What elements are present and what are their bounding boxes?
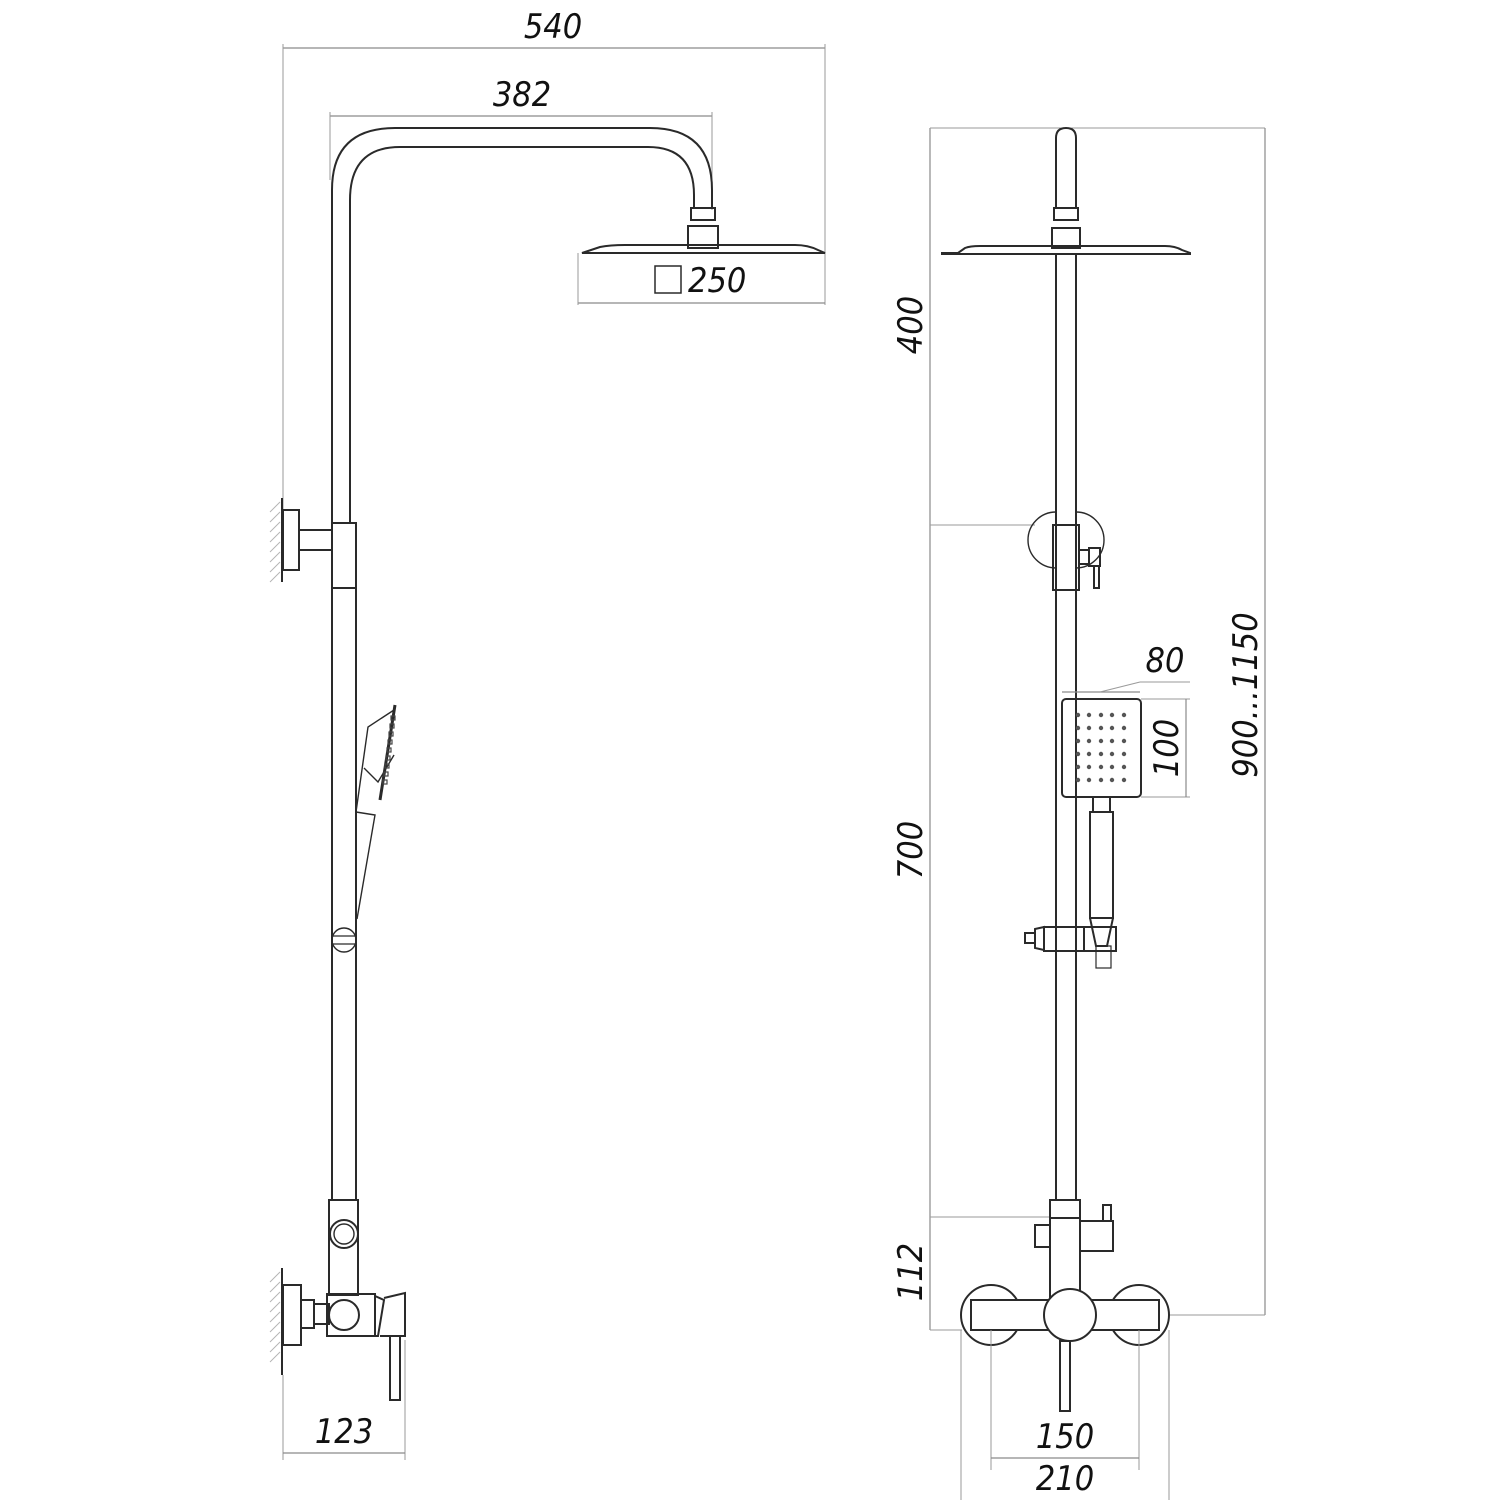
label-123: 123 — [315, 1412, 373, 1452]
front-height-dimensions: 400 700 112 900...1150 — [891, 127, 1266, 1331]
label-700: 700 — [891, 821, 931, 879]
label-100: 100 — [1147, 719, 1187, 777]
mixer-side: 123 — [269, 1199, 406, 1460]
label-150: 150 — [1036, 1417, 1094, 1457]
slider-holder — [1024, 925, 1117, 952]
hand-shower-side — [331, 704, 397, 953]
label-112: 112 — [891, 1243, 931, 1301]
label-80: 80 — [1146, 641, 1185, 681]
label-382: 382 — [493, 75, 551, 115]
mixer-front: 150 210 — [960, 1199, 1170, 1500]
label-900-1150: 900...1150 — [1226, 612, 1266, 777]
spray-nozzles — [1075, 712, 1127, 783]
front-upper-bracket — [1027, 511, 1105, 591]
label-210: 210 — [1036, 1459, 1094, 1499]
label-400: 400 — [891, 296, 931, 354]
side-view: 540 382 250 — [269, 7, 826, 1460]
dimension-arm-reach: 382 — [329, 75, 713, 210]
front-shower-arm — [941, 126, 1191, 1200]
front-view: 400 700 112 900...1150 — [891, 126, 1266, 1500]
dimension-total-width: 540 — [282, 7, 826, 510]
hand-shower-front: 80 100 — [1061, 641, 1190, 969]
slide-rail — [331, 588, 357, 1200]
label-540: 540 — [524, 7, 582, 47]
label-250: 250 — [688, 261, 746, 301]
upper-wall-bracket — [269, 498, 357, 589]
rain-shower-head: 250 — [577, 244, 826, 305]
shower-arm — [331, 127, 719, 522]
